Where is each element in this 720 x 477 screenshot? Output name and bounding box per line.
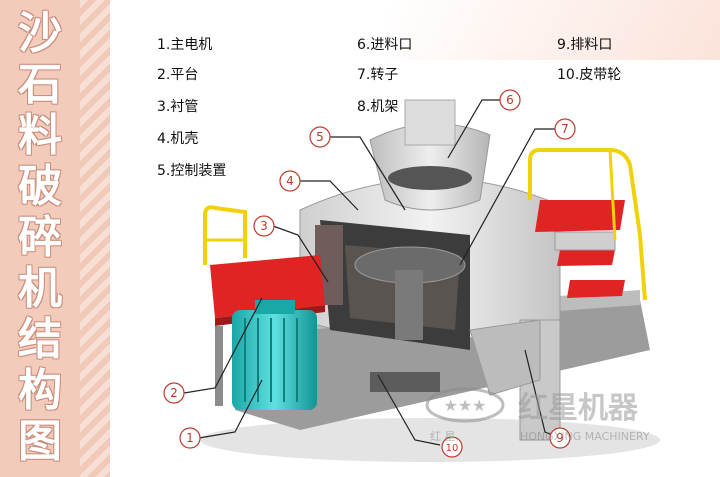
left-platform-leg xyxy=(215,326,223,406)
title-char: 碎 xyxy=(18,212,62,263)
callout-num-1: 1 xyxy=(186,431,194,445)
right-stair-step-2 xyxy=(567,280,625,298)
svg-text:★★★: ★★★ xyxy=(443,396,486,415)
callout-num-5: 5 xyxy=(316,130,324,144)
motor-terminal-box xyxy=(255,300,295,314)
callout-bubble-9: 9 xyxy=(549,427,571,449)
left-platform xyxy=(210,255,325,318)
legend-item-main-motor: 1.主电机 xyxy=(157,37,213,53)
legend-item-rotor: 7.转子 xyxy=(357,67,399,83)
legend-item-feed-inlet: 6.进料口 xyxy=(357,37,413,53)
right-stair-step-1 xyxy=(557,250,615,266)
callout-bubble-3: 3 xyxy=(253,215,275,237)
legend-item-control-device: 5.控制装置 xyxy=(157,163,227,179)
watermark-brand-cn: 红星机器 xyxy=(518,391,639,426)
legend-item-frame: 8.机架 xyxy=(357,99,399,115)
title-char: 图 xyxy=(18,416,62,467)
legend-item-platform: 2.平台 xyxy=(157,67,199,83)
title-char: 料 xyxy=(18,110,62,161)
leader-6 xyxy=(447,99,500,159)
leader-10 xyxy=(377,374,441,446)
leader-4 xyxy=(300,180,359,211)
right-railing-inner xyxy=(608,149,617,241)
title-char: 构 xyxy=(18,365,62,416)
title-char: 沙 xyxy=(18,8,62,59)
callout-num-3: 3 xyxy=(260,219,268,233)
leader-7 xyxy=(459,128,555,266)
watermark-brand-en: HONGXING MACHINERY xyxy=(520,430,650,443)
callout-bubble-10: 10 xyxy=(441,436,463,458)
main-shaft xyxy=(395,270,423,340)
callout-num-2: 2 xyxy=(170,386,178,400)
watermark-logo-icon xyxy=(425,387,505,423)
legend-item-liner: 3.衬管 xyxy=(157,99,199,115)
title-char: 机 xyxy=(18,263,62,314)
leader-2 xyxy=(183,297,263,394)
decorative-stripe xyxy=(80,0,110,477)
motor-fins xyxy=(244,318,298,402)
left-railing xyxy=(203,205,247,265)
callout-bubble-1: 1 xyxy=(179,427,201,449)
panel-corner-fade xyxy=(390,0,720,60)
callout-num-10: 10 xyxy=(446,443,459,454)
belt-pulley xyxy=(370,372,440,392)
watermark-small-cn: 红 星 xyxy=(430,430,456,443)
left-title-band xyxy=(0,0,80,477)
legend-item-discharge-outlet: 9.排料口 xyxy=(557,37,613,53)
vertical-title: 沙 石 料 破 碎 机 结 构 图 xyxy=(0,8,80,467)
callout-leaders xyxy=(183,99,561,446)
title-char: 石 xyxy=(18,59,62,110)
title-char: 破 xyxy=(18,161,62,212)
main-motor xyxy=(232,310,317,410)
callout-bubble-6: 6 xyxy=(499,89,521,111)
legend-item-housing: 4.机壳 xyxy=(157,131,199,147)
discharge-chute xyxy=(469,319,541,396)
callout-num-7: 7 xyxy=(561,122,569,136)
leader-3 xyxy=(272,225,329,283)
callout-bubble-7: 7 xyxy=(554,118,576,140)
watermark: ★★★ 红星机器 HONGXING MACHINERY 红 星 xyxy=(425,387,650,443)
title-char: 结 xyxy=(18,314,62,365)
callout-bubble-4: 4 xyxy=(279,170,301,192)
leader-1 xyxy=(198,379,263,439)
callout-bubble-2: 2 xyxy=(163,382,185,404)
right-platform-mesh xyxy=(554,231,616,251)
legend-item-belt-pulley: 10.皮带轮 xyxy=(557,67,622,83)
leader-5 xyxy=(330,136,406,211)
right-platform xyxy=(535,200,625,232)
feed-inlet-opening xyxy=(388,166,472,190)
callout-num-9: 9 xyxy=(556,431,564,445)
crusher-illustration: 1 2 3 4 5 6 7 9 10 ★★★ 红星机器 HONGXING MAC… xyxy=(163,89,660,462)
callout-bubble-5: 5 xyxy=(309,126,331,148)
callout-num-6: 6 xyxy=(506,93,514,107)
feed-tube xyxy=(404,99,456,146)
callout-num-4: 4 xyxy=(286,174,294,188)
